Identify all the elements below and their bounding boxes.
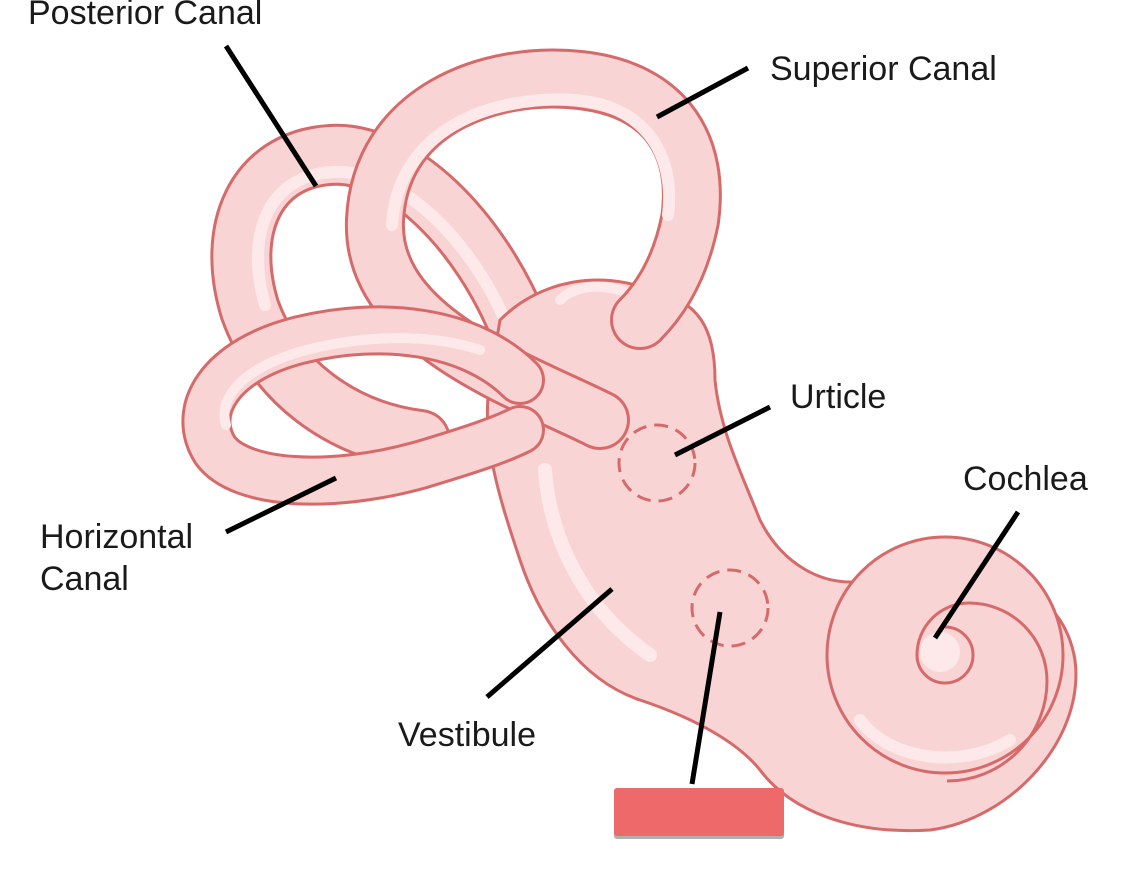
horizontal-canal-label-line1: Horizontal bbox=[40, 518, 194, 556]
horizontal-canal-leader-line bbox=[224, 475, 338, 535]
utricle-dashed-circle bbox=[617, 423, 697, 503]
horizontal-canal-label-line2: Canal bbox=[40, 560, 129, 598]
superior-canal-label: Superior Canal bbox=[770, 50, 997, 88]
posterior-canal-label: Posterior Canal bbox=[28, 0, 263, 32]
saccule-leader-line bbox=[689, 611, 723, 785]
saccule-dashed-circle bbox=[690, 568, 770, 648]
posterior-canal-leader-line bbox=[223, 44, 319, 188]
vestibule-label: Vestibule bbox=[398, 716, 536, 754]
cochlea-label: Cochlea bbox=[963, 460, 1088, 498]
cochlea-shape bbox=[825, 535, 1065, 783]
utricle-leader-line bbox=[673, 404, 772, 458]
posterior-canal-shape bbox=[210, 123, 551, 471]
superior-canal-leader-line bbox=[655, 65, 750, 120]
horizontal-canal-shape bbox=[181, 305, 545, 506]
vestibule-leader-line bbox=[485, 587, 614, 699]
cochlea-leader-line bbox=[932, 510, 1021, 640]
utricle-label: Urticle bbox=[790, 378, 887, 416]
answer-drop-box[interactable] bbox=[614, 788, 784, 836]
